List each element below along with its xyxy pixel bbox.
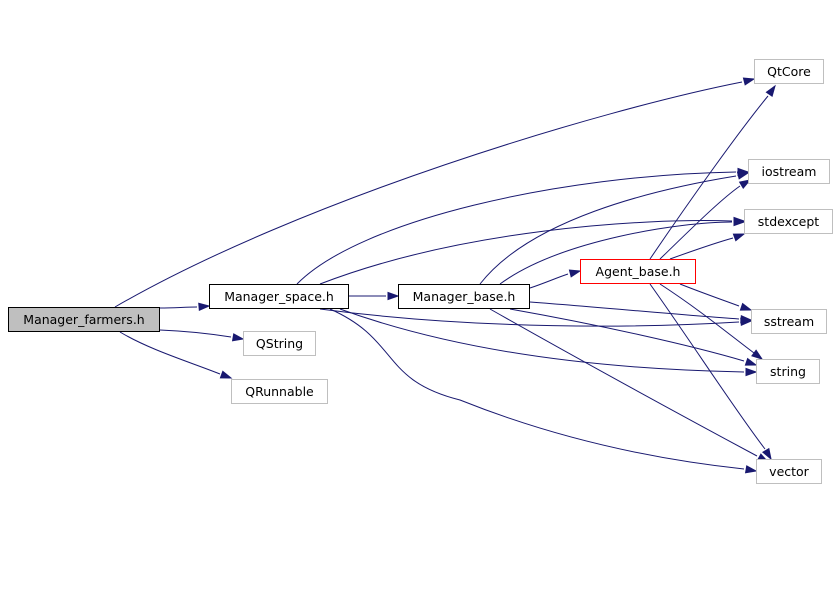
arrowhead-stdexcept <box>733 217 746 227</box>
arrowhead-string <box>745 367 758 377</box>
arrowhead-vector <box>744 465 758 474</box>
edge-manager-space-to-sstream <box>319 308 740 327</box>
edge-manager-farmers-to-manager-space <box>159 306 198 309</box>
arrowhead-qtcore <box>742 77 756 86</box>
node-agent-base[interactable]: Agent_base.h <box>580 259 696 284</box>
arrowhead-string <box>744 357 758 366</box>
edge-manager-base-to-sstream <box>529 301 740 320</box>
node-manager-farmers: Manager_farmers.h <box>8 307 160 332</box>
edge-agent-base-to-iostream <box>659 185 741 260</box>
arrowhead-qrunnable <box>219 370 233 379</box>
node-manager-base[interactable]: Manager_base.h <box>398 284 530 309</box>
arrowhead-agent-base <box>568 269 582 278</box>
edge-manager-base-to-vector <box>489 308 758 457</box>
edge-agent-base-to-vector <box>649 283 766 450</box>
node-stdexcept: stdexcept <box>744 209 833 234</box>
node-manager-space[interactable]: Manager_space.h <box>209 284 349 309</box>
edge-agent-base-to-sstream <box>679 283 740 307</box>
edge-manager-farmers-to-qtcore <box>114 81 743 308</box>
arrowhead-manager-space <box>198 302 211 312</box>
arrowhead-string <box>751 349 764 360</box>
arrowhead-sstream <box>740 314 753 324</box>
node-qrunnable: QRunnable <box>231 379 328 404</box>
edge-manager-space-to-iostream <box>296 171 737 285</box>
edge-agent-base-to-stdexcept <box>669 237 734 260</box>
edge-manager-base-to-iostream <box>479 175 737 285</box>
edge-manager-base-to-stdexcept <box>499 221 733 285</box>
edge-agent-base-to-qtcore <box>649 95 769 260</box>
node-vector: vector <box>756 459 822 484</box>
arrowhead-iostream <box>736 171 750 180</box>
edge-manager-space-to-stdexcept <box>319 220 733 285</box>
arrowhead-manager-base <box>387 291 400 301</box>
edge-manager-farmers-to-qrunnable <box>119 331 221 375</box>
arrowhead-stdexcept <box>732 233 746 242</box>
node-qtcore: QtCore <box>754 59 824 84</box>
arrowhead-sstream <box>739 302 753 311</box>
node-qstring: QString <box>243 331 316 356</box>
edge-manager-space-to-string <box>339 308 745 373</box>
edge-manager-space-to-vector <box>329 308 745 470</box>
edge-manager-base-to-agent-base <box>529 273 569 289</box>
edge-manager-base-to-string <box>509 308 745 362</box>
arrowhead-vector <box>761 447 772 461</box>
node-sstream: sstream <box>751 309 827 334</box>
node-iostream: iostream <box>748 159 830 184</box>
node-string: string <box>756 359 820 384</box>
arrowhead-qstring <box>231 333 245 342</box>
arrowhead-qtcore <box>765 84 776 98</box>
arrowhead-iostream <box>738 179 752 190</box>
edge-agent-base-to-string <box>659 283 755 354</box>
edge-manager-farmers-to-qstring <box>159 329 232 338</box>
